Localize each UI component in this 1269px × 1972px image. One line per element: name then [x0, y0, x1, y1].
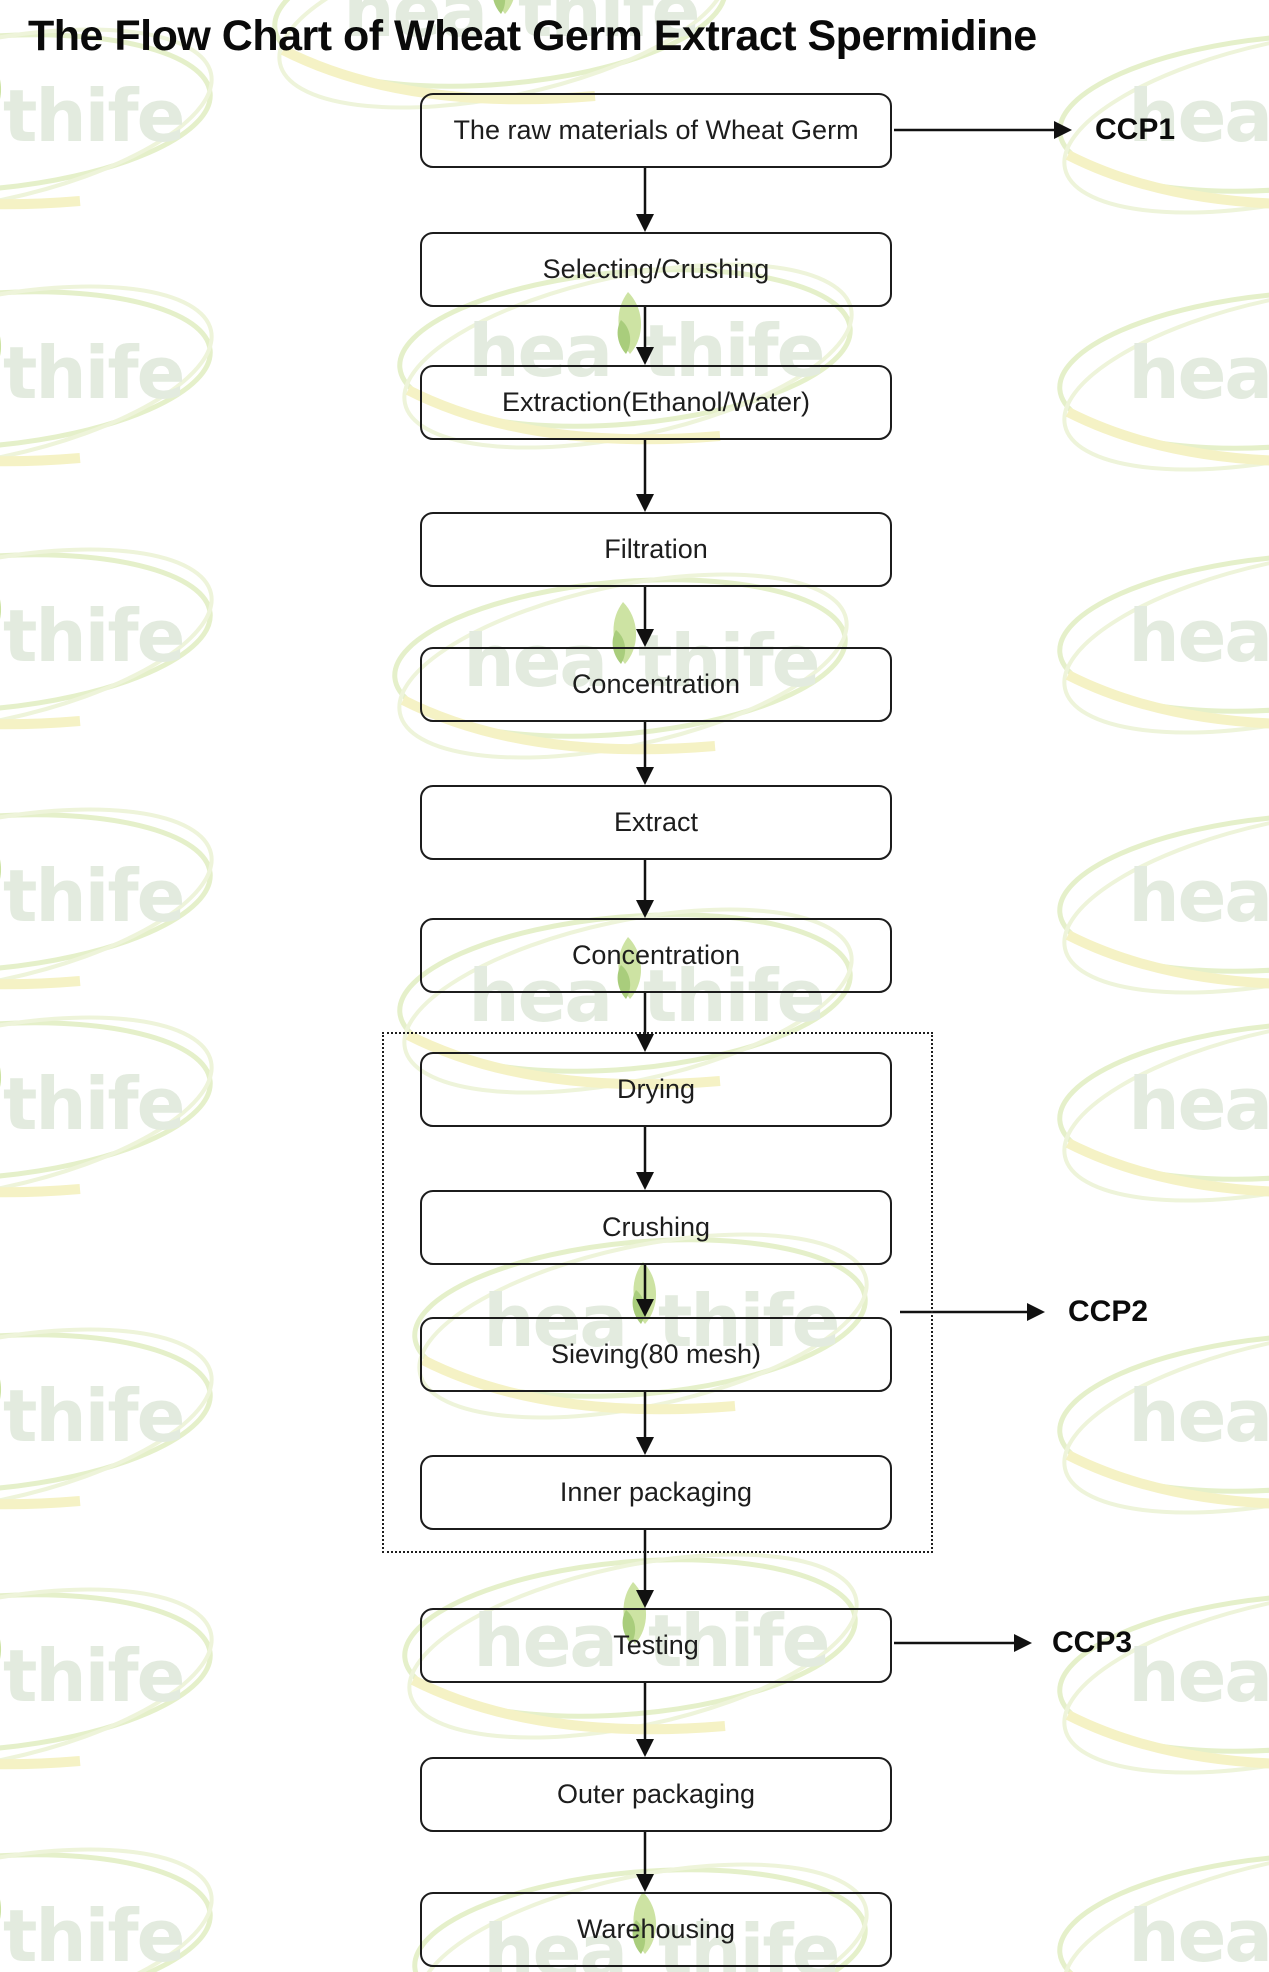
flow-step-sieving: Sieving(80 mesh) — [420, 1317, 892, 1392]
arrow-down-head — [636, 1739, 654, 1757]
flow-step-inner-packaging: Inner packaging — [420, 1455, 892, 1530]
page-title: The Flow Chart of Wheat Germ Extract Spe… — [28, 12, 1037, 60]
flow-step-extract: Extract — [420, 785, 892, 860]
arrow-down-head — [636, 767, 654, 785]
arrow-down-head — [636, 1590, 654, 1608]
arrow-down-head — [636, 214, 654, 232]
arrow-down-head — [636, 629, 654, 647]
flow-step-warehousing: Warehousing — [420, 1892, 892, 1967]
flow-step-selecting-crushing: Selecting/Crushing — [420, 232, 892, 307]
arrow-down-head — [636, 900, 654, 918]
arrow-right-head — [1054, 121, 1072, 139]
flow-step-concentration-2: Concentration — [420, 918, 892, 993]
arrow-down-head — [636, 494, 654, 512]
arrow-down-head — [636, 1437, 654, 1455]
arrow-down-head — [636, 1874, 654, 1892]
flow-step-filtration: Filtration — [420, 512, 892, 587]
flow-step-drying: Drying — [420, 1052, 892, 1127]
arrow-right-head — [1027, 1303, 1045, 1321]
flow-step-crushing: Crushing — [420, 1190, 892, 1265]
arrow-down-head — [636, 1172, 654, 1190]
arrow-down-head — [636, 347, 654, 365]
ccp2-label: CCP2 — [1068, 1295, 1149, 1328]
flow-step-extraction: Extraction(Ethanol/Water) — [420, 365, 892, 440]
arrow-right-head — [1014, 1634, 1032, 1652]
ccp3-label: CCP3 — [1052, 1626, 1133, 1659]
flow-step-outer-packaging: Outer packaging — [420, 1757, 892, 1832]
ccp1-label: CCP1 — [1095, 113, 1176, 146]
flow-step-testing: Testing — [420, 1608, 892, 1683]
flow-step-raw-materials: The raw materials of Wheat Germ — [420, 93, 892, 168]
flow-step-concentration-1: Concentration — [420, 647, 892, 722]
